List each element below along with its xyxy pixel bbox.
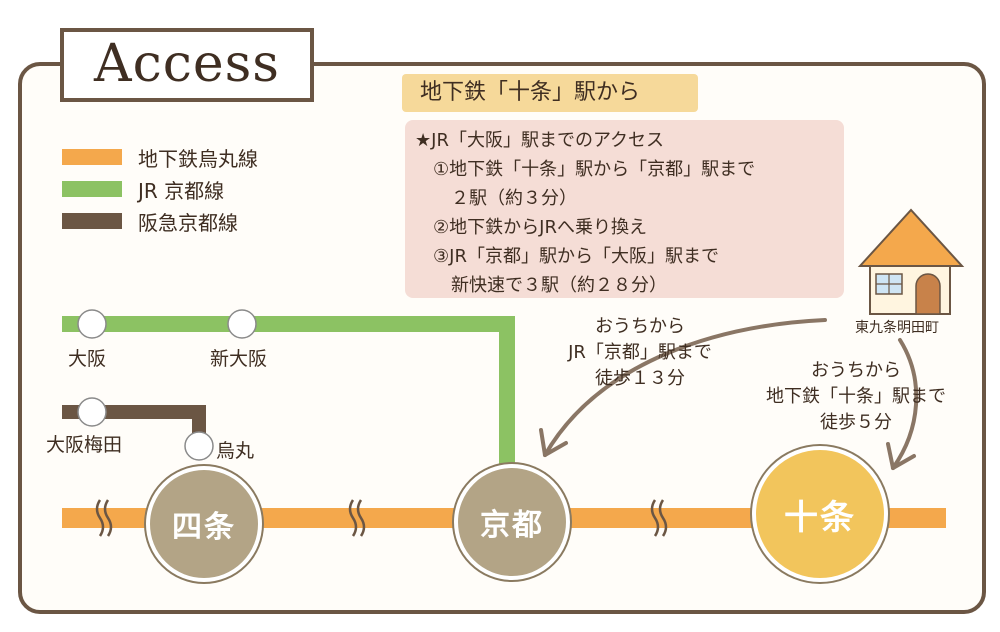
note-line: ２駅（約３分） — [415, 188, 577, 209]
note-line: ★JR「大阪」駅までのアクセス — [415, 130, 665, 151]
walk-text-jr: おうちから JR「京都」駅まで 徒歩１３分 — [540, 314, 740, 392]
walk-arrow-jr — [539, 318, 827, 457]
walk-arrow-subway — [886, 338, 919, 470]
walk-jr-line: JR「京都」駅まで — [568, 342, 712, 363]
note-line: ③JR「京都」駅から「大阪」駅まで — [415, 246, 719, 267]
legend-item-hankyu: 阪急京都線 — [62, 208, 238, 235]
legend-label-subway: 地下鉄烏丸線 — [138, 146, 258, 171]
station-shijo-label: 四条 — [172, 510, 236, 545]
legend-item-subway: 地下鉄烏丸線 — [62, 144, 258, 171]
walk-text-subway: おうちから 地下鉄「十条」駅まで 徒歩５分 — [736, 358, 976, 436]
note-line: ①地下鉄「十条」駅から「京都」駅まで — [415, 159, 756, 180]
from-station-heading: 地下鉄「十条」駅から — [402, 74, 698, 112]
note-line: ②地下鉄からJRへ乗り換え — [415, 217, 647, 238]
jr-line — [62, 316, 515, 470]
legend-label-jr: JR 京都線 — [138, 178, 225, 203]
station-shin-osaka-marker — [227, 309, 257, 339]
walk-subway-line: 地下鉄「十条」駅まで — [766, 386, 946, 407]
walk-jr-line: おうちから — [595, 316, 685, 337]
house-icon — [857, 208, 965, 315]
station-jujo: 十条 — [752, 446, 888, 582]
walk-subway-line: 徒歩５分 — [820, 412, 892, 433]
station-osaka-marker — [77, 309, 107, 339]
station-kyoto: 京都 — [454, 464, 570, 580]
station-shin-osaka-label: 新大阪 — [210, 348, 268, 370]
note-line: 新快速で３駅（約２８分） — [415, 275, 667, 296]
legend-item-jr: JR 京都線 — [62, 176, 225, 203]
legend-swatch-jr — [62, 181, 122, 197]
title-box: Access — [60, 28, 314, 102]
walk-jr-line: 徒歩１３分 — [595, 368, 685, 389]
legend-swatch-subway — [62, 149, 122, 165]
access-note: ★JR「大阪」駅までのアクセス ①地下鉄「十条」駅から「京都」駅まで ２駅（約３… — [405, 120, 844, 298]
line-break-marks — [95, 499, 668, 537]
legend-label-hankyu: 阪急京都線 — [138, 210, 238, 235]
station-kyoto-label: 京都 — [480, 508, 544, 543]
walk-subway-line: おうちから — [811, 360, 901, 381]
station-osaka-label: 大阪 — [68, 348, 107, 370]
house-label: 東九条明田町 — [855, 320, 939, 336]
station-shijo: 四条 — [146, 466, 262, 582]
station-karasuma-marker — [184, 431, 214, 461]
page-title: Access — [94, 34, 280, 94]
legend-swatch-hankyu — [62, 213, 122, 229]
station-karasuma-label: 烏丸 — [216, 440, 255, 462]
station-jujo-label: 十条 — [784, 497, 856, 538]
station-osaka-umeda-marker — [77, 397, 107, 427]
station-osaka-umeda-label: 大阪梅田 — [46, 434, 123, 456]
